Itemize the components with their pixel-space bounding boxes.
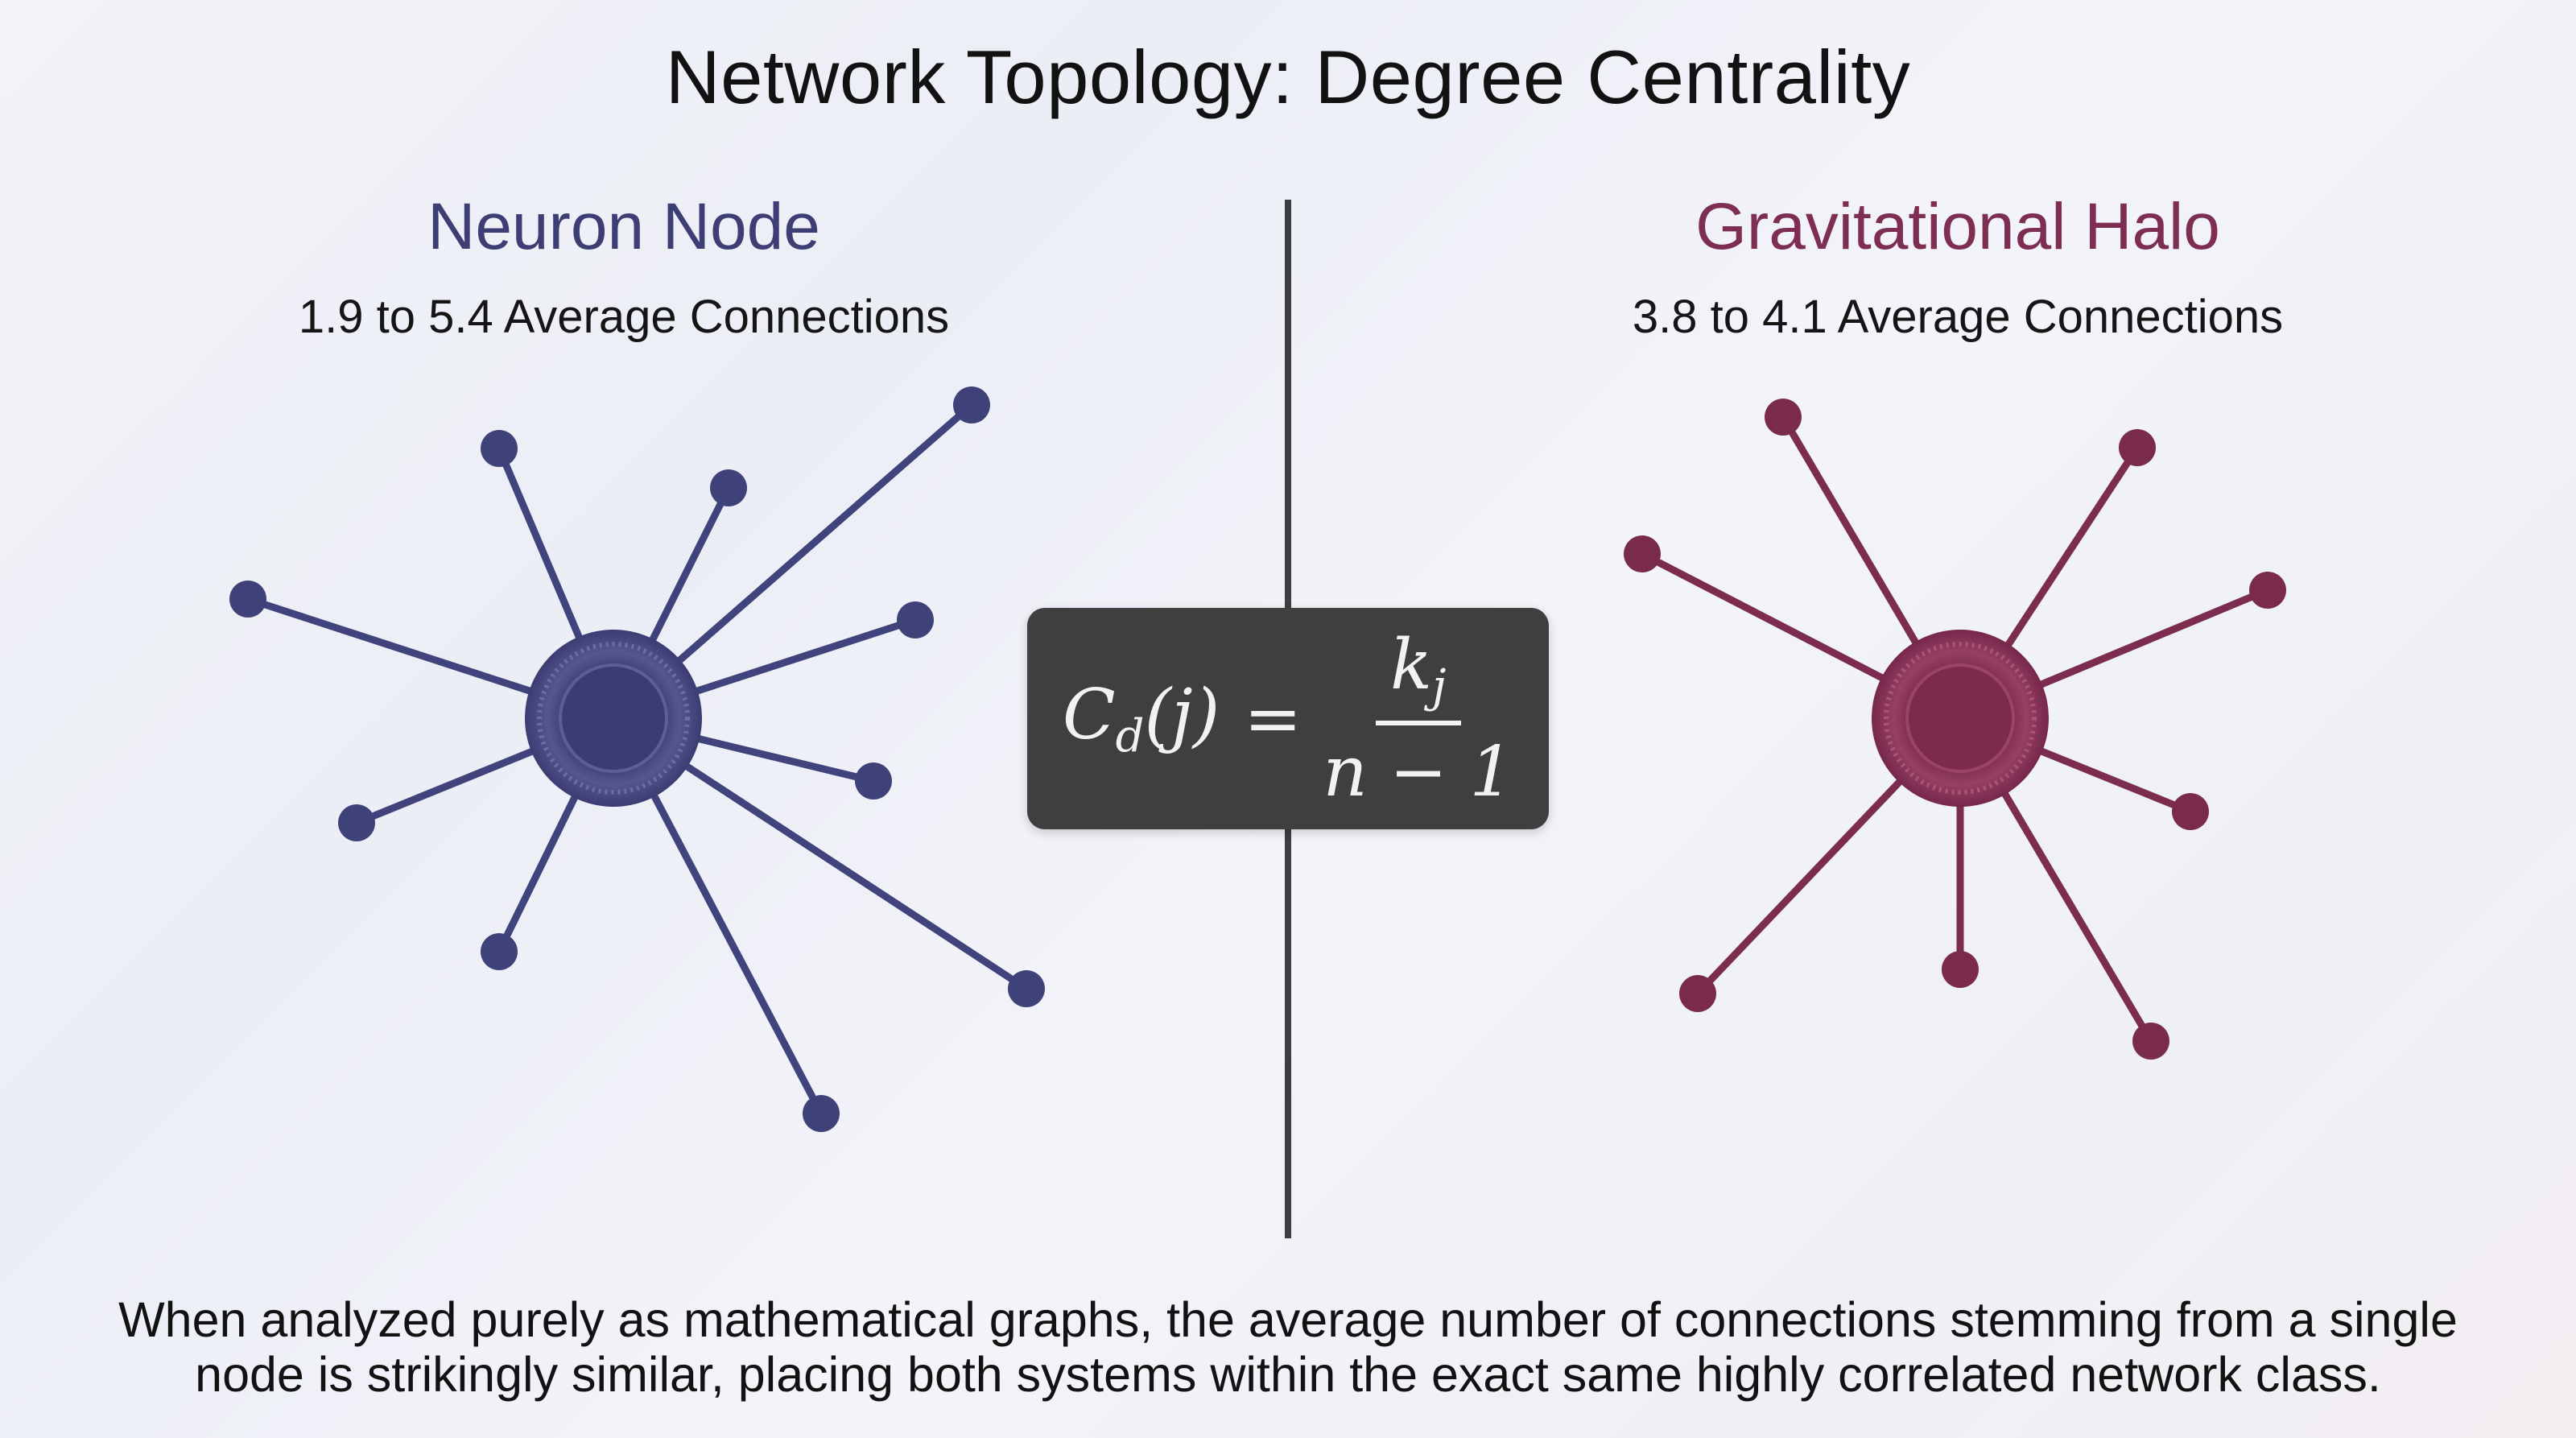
halo-leaf-node bbox=[1624, 535, 1661, 572]
formula-equals: = bbox=[1244, 678, 1302, 759]
halo-leaf-node bbox=[2132, 1023, 2169, 1060]
neuron-leaf-node bbox=[855, 762, 892, 800]
halo-hub-node bbox=[1872, 630, 2049, 807]
halo-leaf-node bbox=[1679, 975, 1716, 1012]
caption: When analyzed purely as mathematical gra… bbox=[80, 1292, 2496, 1402]
caption-line-2: node is strikingly similar, placing both… bbox=[195, 1347, 2381, 1402]
neuron-leaf-node bbox=[338, 804, 375, 841]
halo-leaf-node bbox=[2119, 429, 2156, 466]
neuron-leaf-nodes bbox=[229, 386, 1045, 1132]
neuron-node-subtitle: 1.9 to 5.4 Average Connections bbox=[298, 291, 950, 343]
formula-denominator: n − 1 bbox=[1323, 732, 1514, 812]
neuron-leaf-node bbox=[897, 601, 934, 638]
formula-lhs: Cd(j) bbox=[1062, 675, 1220, 762]
halo-leaf-node bbox=[2249, 572, 2286, 609]
gravitational-halo-subtitle: 3.8 to 4.1 Average Connections bbox=[1632, 291, 2284, 343]
caption-line-1: When analyzed purely as mathematical gra… bbox=[118, 1292, 2458, 1347]
neuron-leaf-node bbox=[1008, 970, 1045, 1007]
neuron-leaf-node bbox=[710, 469, 747, 506]
neuron-leaf-node bbox=[803, 1095, 840, 1132]
halo-leaf-node bbox=[1765, 399, 1802, 436]
gravitational-halo-title: Gravitational Halo bbox=[1695, 190, 2220, 263]
formula-numerator: kj bbox=[1376, 625, 1461, 725]
neuron-leaf-node bbox=[481, 933, 518, 970]
halo-leaf-node bbox=[1942, 951, 1979, 988]
neuron-leaf-node bbox=[953, 386, 990, 424]
neuron-leaf-node bbox=[481, 430, 518, 467]
neuron-hub-node bbox=[525, 630, 702, 807]
gravitational-halo-graph bbox=[1624, 399, 2286, 1060]
neuron-leaf-node bbox=[229, 581, 266, 618]
neuron-node-title: Neuron Node bbox=[427, 190, 820, 263]
halo-leaf-node bbox=[2172, 793, 2209, 830]
halo-leaf-nodes bbox=[1624, 399, 2286, 1060]
page-title: Network Topology: Degree Centrality bbox=[665, 35, 1911, 119]
formula-fraction: kj n − 1 bbox=[1323, 625, 1513, 812]
degree-centrality-formula: Cd(j) = kj n − 1 bbox=[1027, 608, 1549, 829]
formula-box: Cd(j) = kj n − 1 bbox=[1027, 608, 1549, 829]
neuron-node-graph bbox=[229, 386, 1045, 1132]
